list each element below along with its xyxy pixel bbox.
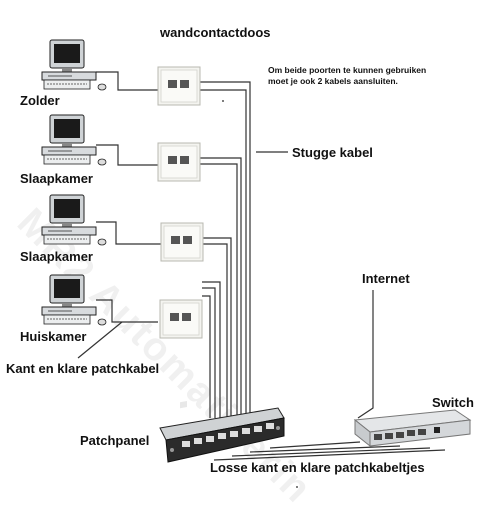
leader-patchkabel — [77, 321, 123, 359]
wall-outlet-icon — [157, 66, 201, 106]
network-diagram: MR2 Automatiserin — [6, 25, 474, 512]
label-losse-kabels: Losse kant en klare patchkabeltjes — [210, 460, 425, 475]
pc-cable-slaapkamer-1 — [96, 144, 158, 166]
label-slaapkamer-1: Slaapkamer — [20, 171, 93, 186]
note-text: Om beide poorten te kunnen gebruiken moe… — [268, 65, 426, 88]
computer-icon — [41, 39, 107, 91]
computer-icon — [41, 194, 107, 246]
diagram-drawing — [41, 39, 472, 488]
label-patchkabel: Kant en klare patchkabel — [6, 361, 160, 376]
pc-cable-slaapkamer-2 — [96, 221, 162, 245]
cable-outlet-1b — [199, 89, 247, 418]
label-stugge-kabel: Stugge kabel — [292, 145, 373, 160]
label-switch: Switch — [432, 395, 474, 410]
wall-outlet-icon — [157, 142, 201, 182]
dot-mark — [296, 486, 298, 488]
cable-outlet-2a — [199, 157, 242, 418]
cable-outlet-4a — [202, 281, 221, 418]
internet-cable — [357, 290, 374, 419]
note-line-2: moet je ook 2 kabels aansluiten. — [268, 76, 398, 87]
cable-outlet-3b — [199, 243, 228, 418]
wall-outlet-icon — [159, 299, 203, 339]
patch-cable-1 — [269, 441, 361, 449]
computer-icon — [41, 274, 107, 326]
label-slaapkamer-2: Slaapkamer — [20, 249, 93, 264]
patch-cable-4 — [213, 449, 446, 461]
cable-group — [77, 71, 446, 461]
cable-outlet-4b — [202, 287, 216, 418]
label-zolder: Zolder — [20, 93, 60, 108]
dot-mark — [222, 100, 224, 102]
label-wandcontactdoos: wandcontactdoos — [160, 25, 271, 40]
switch-icon — [353, 409, 472, 448]
patch-panel-icon — [159, 401, 285, 463]
label-huiskamer: Huiskamer — [20, 329, 87, 344]
cable-outlet-3a — [199, 237, 232, 418]
patch-cable-3 — [231, 447, 431, 457]
note-line-1: Om beide poorten te kunnen gebruiken — [268, 65, 427, 75]
computer-icon — [41, 114, 107, 166]
cable-outlet-1a — [199, 81, 251, 418]
cable-outlet-4c — [202, 295, 211, 418]
patch-cable-2 — [249, 445, 401, 453]
pc-cable-huiskamer — [96, 299, 158, 323]
label-patchpanel: Patchpanel — [80, 433, 150, 448]
cable-outlet-2b — [199, 163, 238, 418]
pc-cable-zolder — [96, 71, 158, 91]
label-internet: Internet — [362, 271, 410, 286]
wall-outlet-icon — [160, 222, 204, 262]
